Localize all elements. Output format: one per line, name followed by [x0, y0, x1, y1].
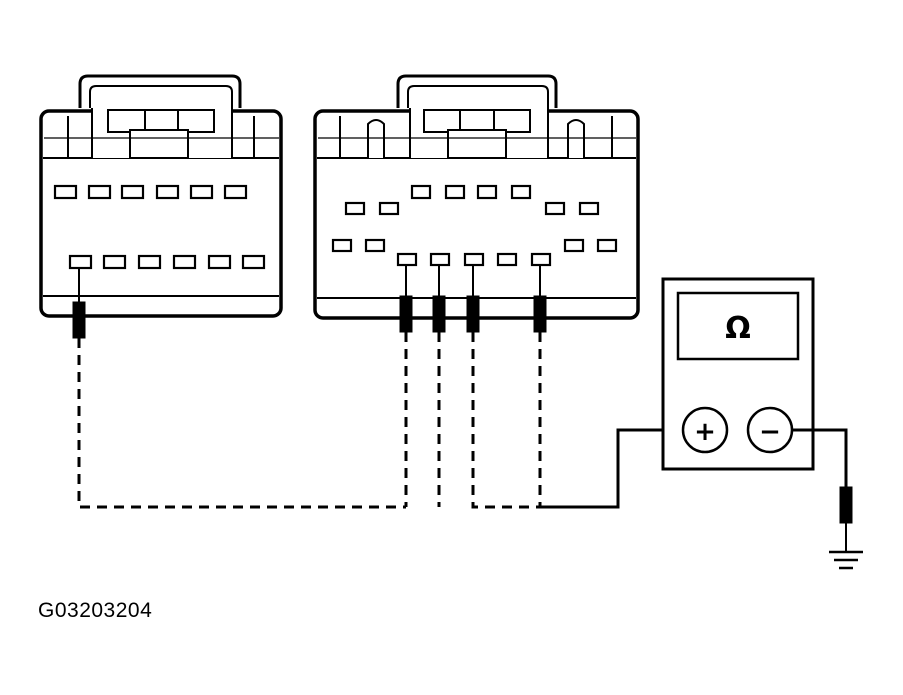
plus-icon: +	[694, 417, 716, 447]
left-connector-lower-pins	[68, 254, 266, 270]
right-connector-bottom-pins	[396, 252, 552, 267]
probe-right-1	[399, 265, 413, 333]
right-connector	[313, 74, 640, 320]
meter-negative-lead	[792, 428, 853, 552]
positive-terminal: +	[681, 406, 729, 454]
probe-right-3	[466, 265, 480, 333]
meter-display	[676, 291, 800, 361]
right-connector-middle-pins	[344, 201, 600, 216]
minus-icon: −	[759, 417, 781, 447]
negative-terminal: −	[746, 406, 794, 454]
meter-positive-lead	[540, 428, 682, 509]
ohmmeter: Ω + −	[661, 277, 815, 471]
ohm-symbol: Ω	[725, 311, 751, 346]
ground-icon	[829, 550, 863, 570]
figure-id: G03203204	[38, 599, 153, 622]
probe-right-4	[533, 265, 547, 333]
right-connector-top-pins	[410, 184, 532, 200]
left-connector-upper-pins	[53, 184, 248, 200]
dashed-test-leads	[77, 332, 542, 509]
right-connector-lower-side-pins	[331, 238, 618, 253]
probe-left	[72, 268, 86, 339]
probe-right-2	[432, 265, 446, 333]
